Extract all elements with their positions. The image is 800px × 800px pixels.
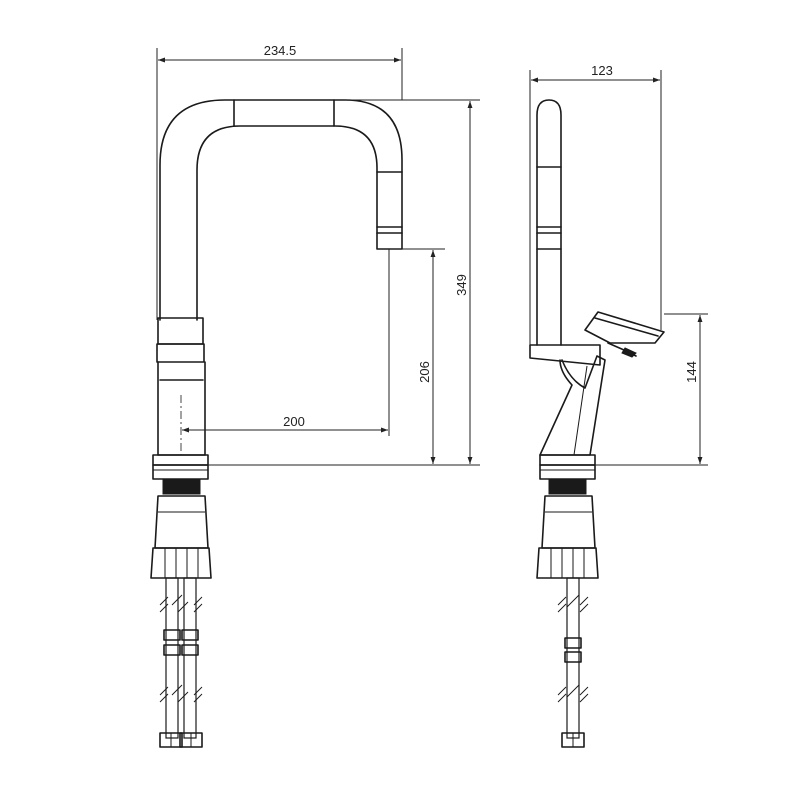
front-base [152, 454, 209, 466]
dim-overall-width: 234.5 [264, 43, 297, 58]
front-mount-nut [150, 547, 212, 579]
front-dimensions: 234.5 349 206 200 [156, 43, 480, 466]
dim-overall-height: 349 [454, 274, 469, 296]
front-lever-collar [156, 343, 205, 363]
side-body-collar [529, 344, 601, 366]
front-aerator [376, 226, 403, 250]
side-body [539, 355, 606, 456]
front-view [150, 99, 403, 748]
dim-side-depth: 123 [591, 63, 613, 78]
side-spout [536, 99, 562, 346]
front-mount-block [154, 495, 209, 549]
side-dimensions: 123 144 [529, 63, 708, 466]
front-spout-inner [196, 125, 378, 321]
side-base [539, 454, 596, 466]
front-body [157, 361, 206, 456]
dim-spout-height: 206 [417, 361, 432, 383]
front-lever [157, 317, 204, 345]
front-hoses [159, 577, 203, 748]
dim-side-height: 144 [684, 361, 699, 383]
side-hose [557, 577, 589, 748]
side-view [529, 99, 665, 748]
side-thread [548, 479, 587, 495]
side-mount-nut [536, 547, 599, 579]
side-lever [584, 311, 665, 344]
front-thread [162, 479, 201, 495]
side-mount-block [541, 495, 596, 549]
front-spout-outer [159, 99, 403, 321]
dim-spout-reach: 200 [283, 414, 305, 429]
